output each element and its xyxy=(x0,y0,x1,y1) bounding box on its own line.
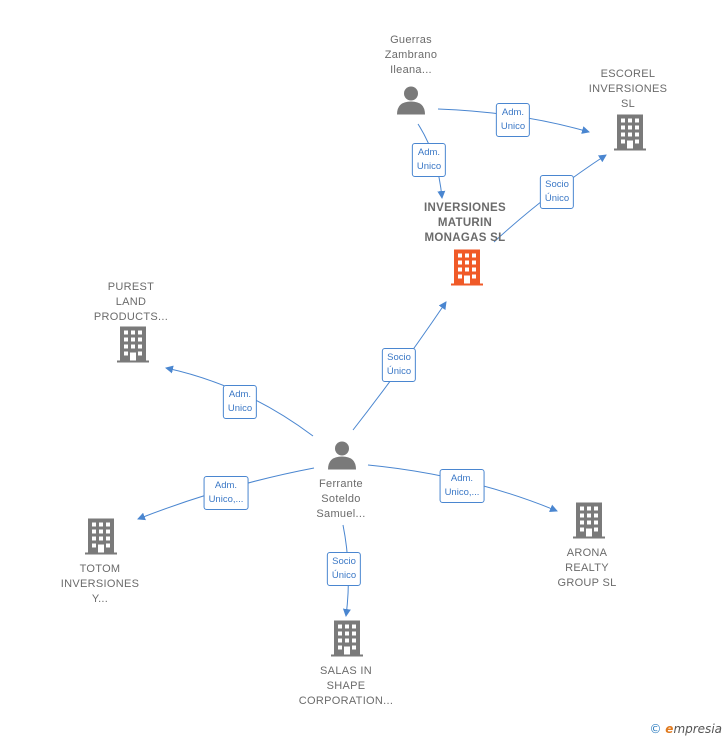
footer-brand: © empresia xyxy=(649,722,722,736)
person-icon[interactable] xyxy=(327,440,357,475)
edge-label-guerras-escorel: Adm.Unico xyxy=(495,103,531,137)
edge-label-ferrante-totom: Adm.Unico,... xyxy=(203,476,249,510)
brand-logo-e: e xyxy=(665,722,674,736)
building-icon[interactable] xyxy=(85,518,117,560)
edge-label-guerras-maturin: Adm.Unico xyxy=(411,143,447,177)
building-icon[interactable] xyxy=(117,326,149,368)
brand-name: mpresia xyxy=(673,722,722,736)
edge-label-ferrante-arona: Adm.Unico,... xyxy=(439,469,485,503)
building-icon[interactable] xyxy=(451,249,483,291)
building-icon[interactable] xyxy=(331,620,363,662)
copyright-symbol: © xyxy=(649,722,662,736)
edge-label-ferrante-purest: Adm.Unico xyxy=(222,385,258,419)
building-icon[interactable] xyxy=(573,502,605,544)
building-icon[interactable] xyxy=(614,114,646,156)
person-icon[interactable] xyxy=(396,85,426,120)
